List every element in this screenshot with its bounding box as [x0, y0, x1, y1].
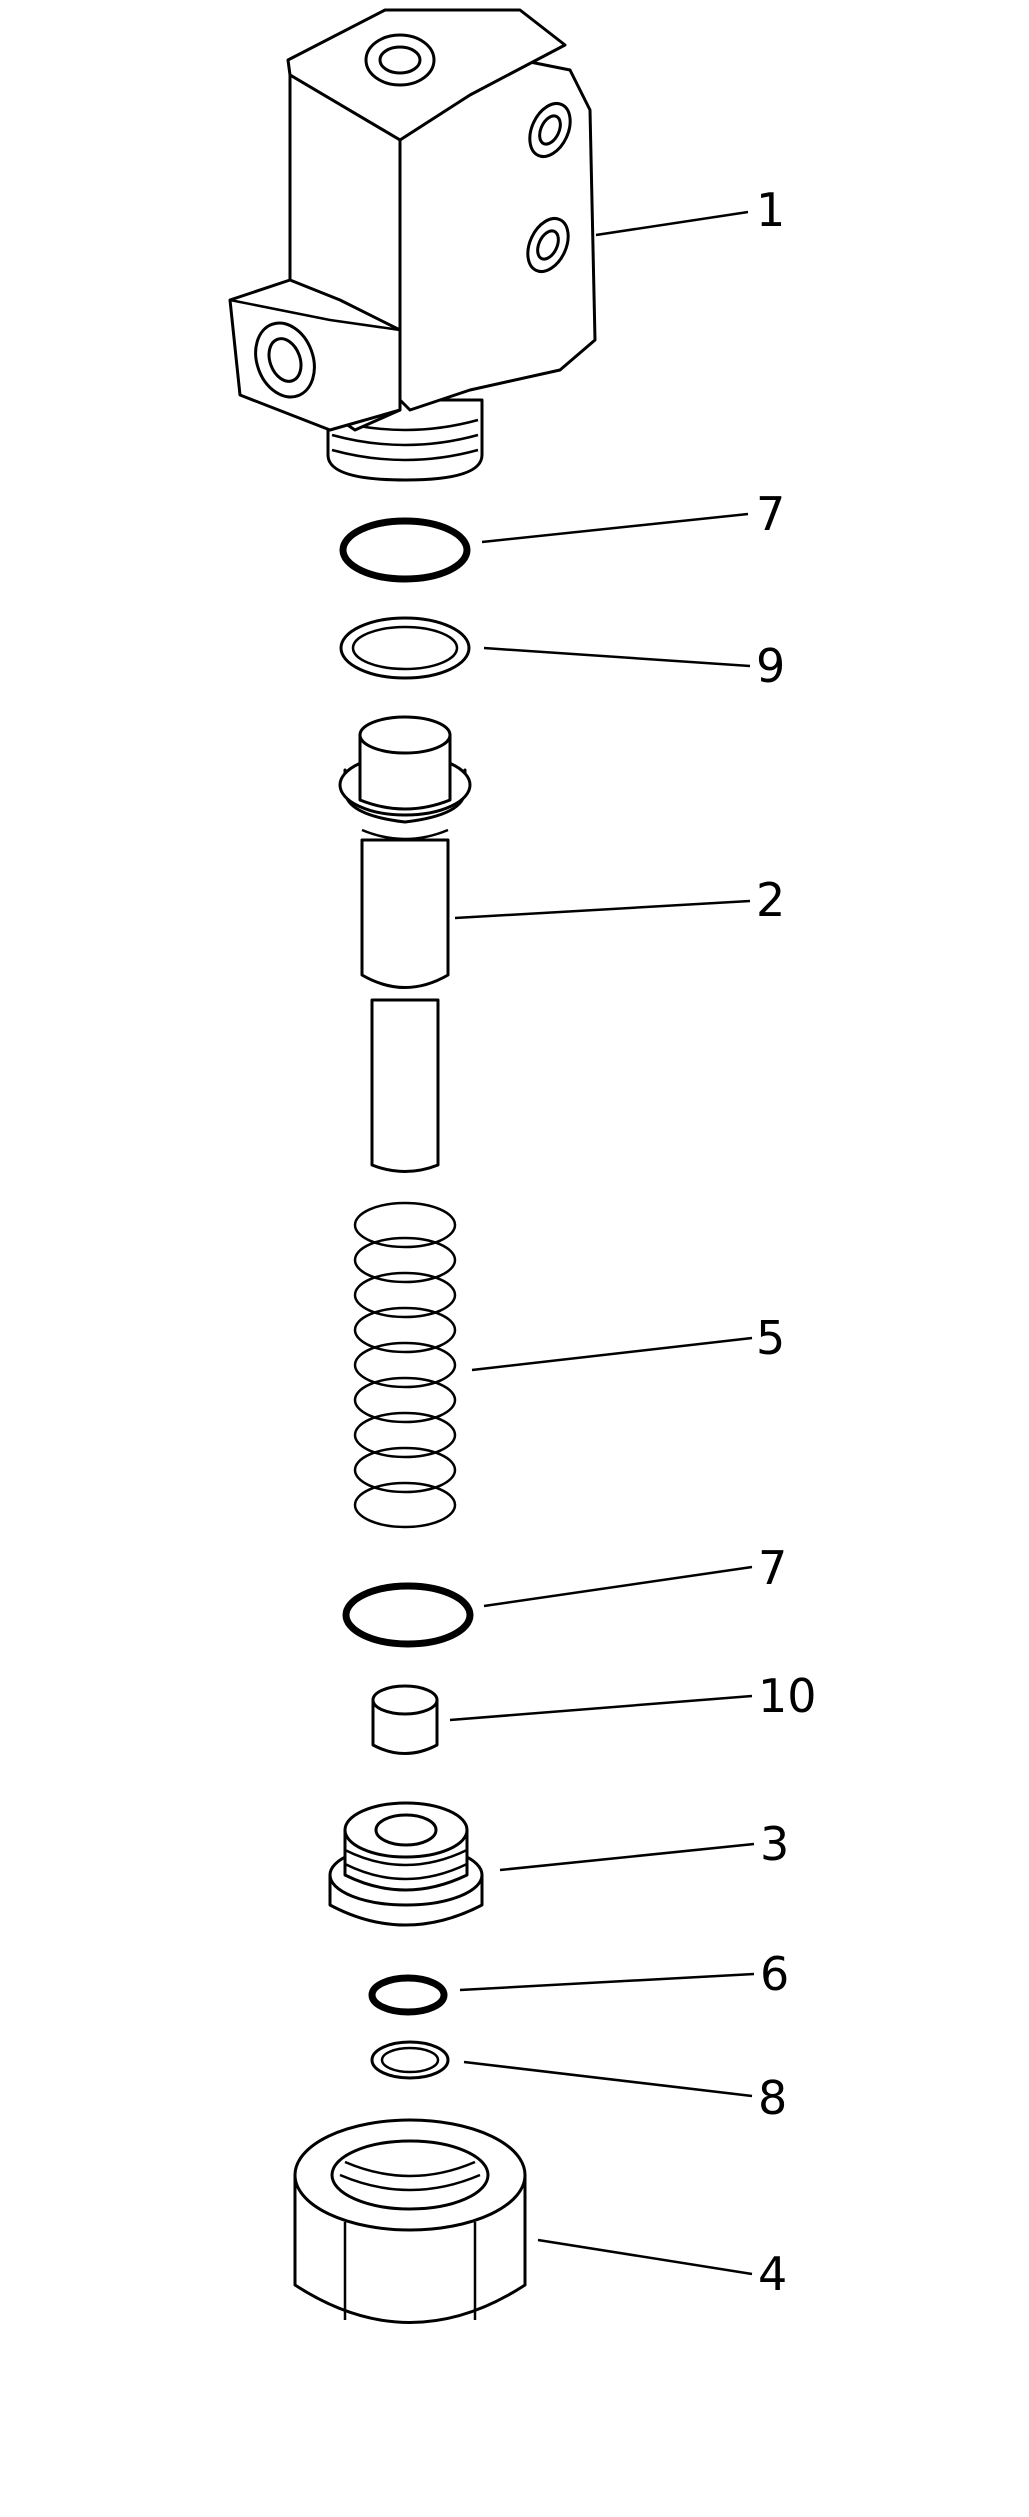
- part-7-o-ring-upper: [339, 517, 471, 583]
- part-2-spool: [338, 715, 472, 1173]
- callout-7-lower: 7: [758, 1541, 787, 1595]
- callout-5: 5: [756, 1311, 785, 1365]
- callout-3: 3: [760, 1817, 789, 1871]
- part-9-backup-ring: [339, 616, 471, 680]
- callout-7-upper: 7: [756, 487, 785, 541]
- part-3-plug: [328, 1801, 484, 1927]
- part-5-spring: [353, 1201, 457, 1529]
- part-10-plunger: [371, 1684, 439, 1755]
- callout-2: 2: [756, 873, 785, 927]
- part-7-o-ring-lower: [342, 1582, 474, 1648]
- part-6-o-ring-small: [368, 1974, 448, 2016]
- callout-8: 8: [758, 2071, 787, 2125]
- callout-6: 6: [760, 1947, 789, 2001]
- callout-9: 9: [756, 639, 785, 693]
- part-1-valve-body: [228, 8, 597, 482]
- part-4-cap-nut: [293, 2118, 527, 2324]
- callout-1: 1: [756, 183, 785, 237]
- callout-10: 10: [758, 1669, 817, 1723]
- part-8-backup-ring-small: [370, 2040, 450, 2080]
- leader-lines: [449, 210, 755, 2276]
- callout-4: 4: [758, 2247, 787, 2301]
